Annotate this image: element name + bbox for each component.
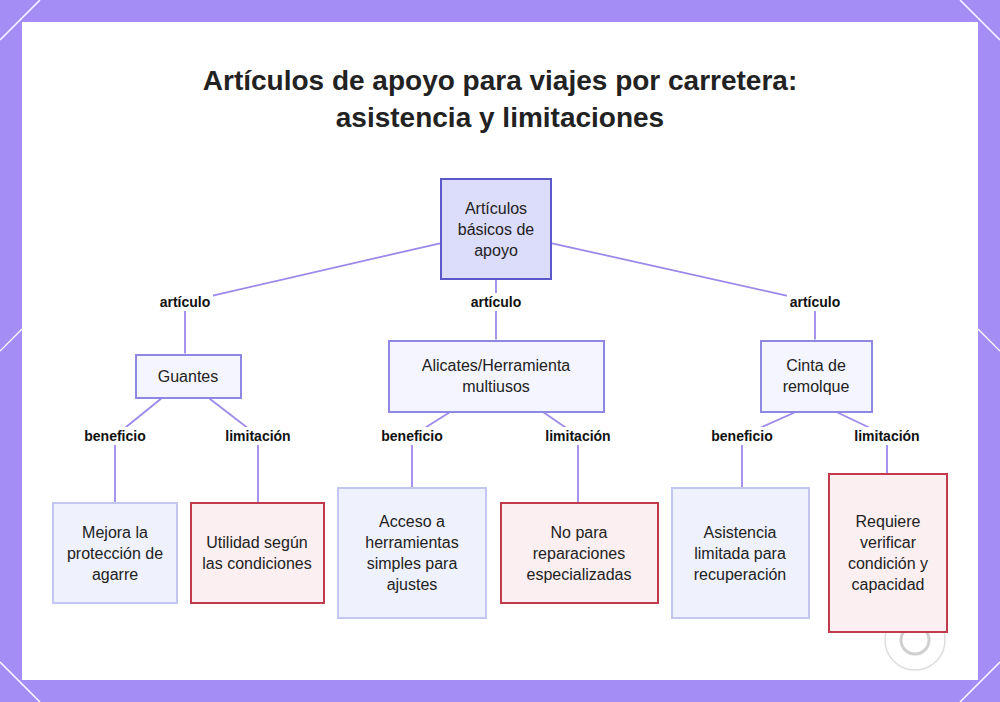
edge-label: beneficio [378,427,445,445]
benefit-box: Mejora la protección de agarre [52,502,178,604]
connector-line [742,413,795,488]
limitation-box: No para reparaciones especializadas [500,502,659,604]
edge-label: limitación [851,427,922,445]
edge-label: beneficio [708,427,775,445]
edge-label: artículo [157,293,214,311]
edge-label: limitación [542,427,613,445]
connector-line [544,413,578,503]
limitation-box: Utilidad según las condiciones [190,502,325,604]
root-box: Artículos básicos de apoyo [440,178,552,280]
item-box: Cinta de remolque [760,340,873,413]
node-text: Artículos básicos de apoyo [450,198,542,261]
node-text: Utilidad según las condiciones [200,532,315,574]
edge-label: beneficio [81,427,148,445]
connector-line [412,413,449,488]
limitation-box: Requiere verificar condición y capacidad [828,473,948,633]
connector-line [552,243,815,339]
node-text: Guantes [158,366,218,387]
connector-line [115,399,161,503]
corner-line [960,0,1000,40]
node-text: Alicates/Herramienta multiusos [398,355,595,397]
corner-line [0,662,40,702]
node-text: Acceso a herramientas simples para ajust… [347,511,477,595]
node-text: No para reparaciones especializadas [510,522,649,585]
corner-line [0,0,40,40]
node-text: Asistencia limitada para recuperación [681,522,800,585]
corner-line [960,662,1000,702]
node-text: Mejora la protección de agarre [62,522,168,585]
connector-line [209,399,258,503]
edge-label: limitación [222,427,293,445]
node-text: Requiere verificar condición y capacidad [838,511,938,595]
benefit-box: Acceso a herramientas simples para ajust… [337,487,487,619]
item-box: Alicates/Herramienta multiusos [388,340,605,413]
edge-label: artículo [787,293,844,311]
edge-label: artículo [468,293,525,311]
edge-line [0,329,22,351]
node-text: Cinta de remolque [770,355,863,397]
edge-line [978,329,1000,351]
item-box: Guantes [135,354,242,399]
benefit-box: Asistencia limitada para recuperación [671,487,810,619]
connector-line [185,243,440,353]
diagram-title: Artículos de apoyo para viajes por carre… [200,62,800,136]
